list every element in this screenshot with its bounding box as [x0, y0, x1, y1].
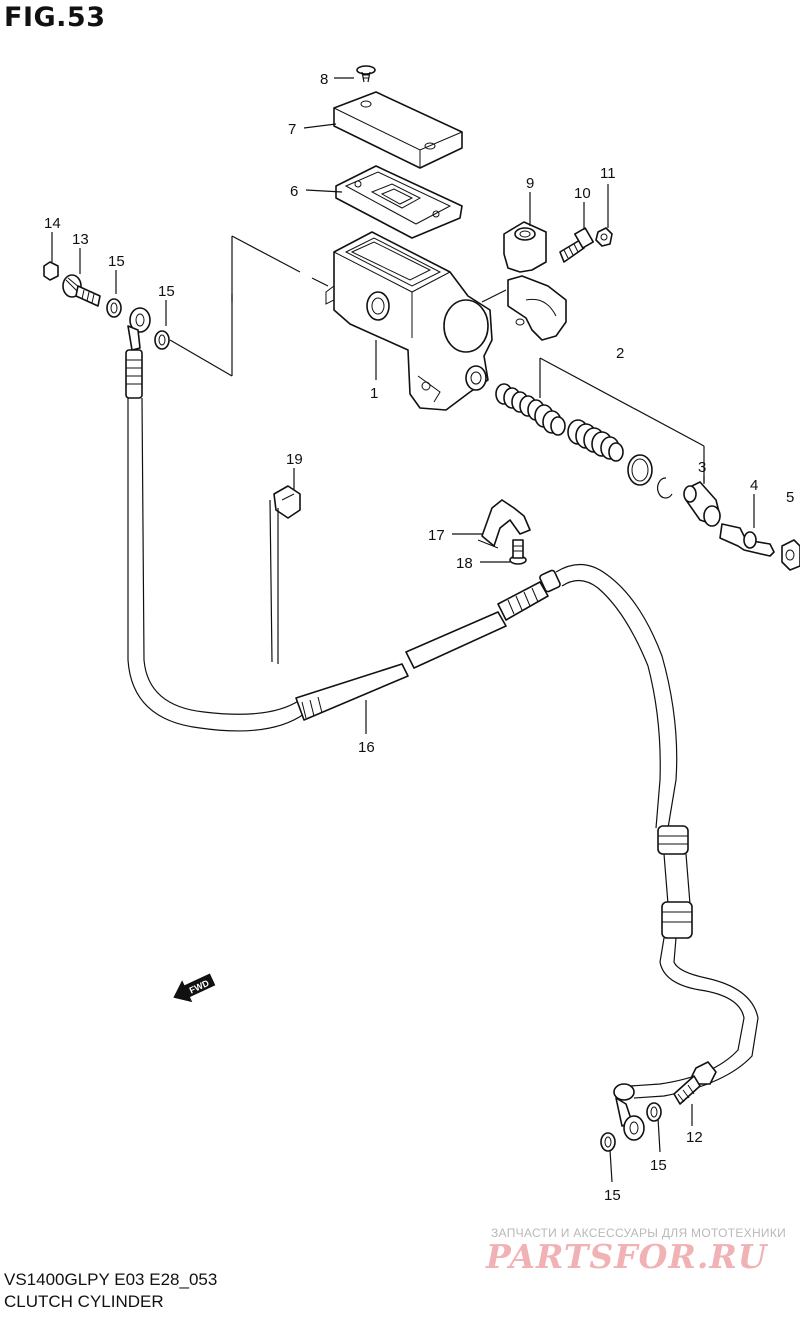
callout-5: 5 [786, 489, 794, 506]
callout-13: 13 [72, 231, 89, 248]
part-10-bolt [559, 227, 594, 263]
part-14-bleeder-cap [43, 261, 59, 281]
callout-9: 9 [526, 175, 534, 192]
callout-2: 2 [616, 345, 624, 362]
diagram-caption: CLUTCH CYLINDER [4, 1292, 164, 1311]
callout-labels: 8 7 6 1 9 10 11 2 3 4 5 14 13 15 15 19 1… [44, 71, 794, 1204]
part-11-nut [595, 227, 613, 247]
callout-15a: 15 [108, 253, 125, 270]
part-3-dust-boot [683, 476, 721, 527]
watermark-tagline: ЗАПЧАСТИ И АКСЕССУАРЫ ДЛЯ МОТОТЕХНИКИ [491, 1226, 787, 1240]
part-19-cable-tie [269, 485, 301, 664]
watermark-logo: PARTSFOR.RU [486, 1237, 768, 1276]
callout-11: 11 [600, 165, 616, 182]
callout-15b: 15 [158, 283, 175, 300]
part-16-clutch-hose [125, 307, 759, 1141]
callout-1: 1 [370, 385, 378, 402]
forward-direction-arrow: FWD [173, 973, 216, 1003]
callout-8: 8 [320, 71, 328, 88]
callout-7: 7 [288, 121, 296, 138]
part-15-washer-upper-a [106, 298, 122, 318]
model-code: VS1400GLPY E03 E28_053 [4, 1270, 218, 1289]
callout-10: 10 [574, 185, 591, 202]
figure-title: FIG.53 [4, 2, 106, 33]
callout-6: 6 [290, 183, 298, 200]
callout-16: 16 [358, 739, 375, 756]
callout-14: 14 [44, 215, 61, 232]
callout-17: 17 [428, 527, 445, 544]
part-12-union-bolt [673, 1061, 717, 1105]
callout-15c: 15 [650, 1157, 667, 1174]
callout-12: 12 [686, 1129, 703, 1146]
part-6-diaphragm [335, 165, 463, 239]
part-15-washer-upper-b [154, 330, 170, 350]
part-13-union-bolt [62, 274, 101, 307]
part-1-master-cylinder [325, 231, 493, 411]
callout-18: 18 [456, 555, 473, 572]
part-18-bolt [509, 539, 527, 565]
part-9-clamp [503, 221, 567, 341]
callout-4: 4 [750, 477, 758, 494]
leader-lines [51, 77, 693, 1183]
callout-3: 3 [698, 459, 706, 476]
part-7-reservoir-cap [333, 91, 463, 169]
part-15-washer-lower-b [600, 1132, 616, 1152]
part-2-piston-kit [495, 357, 705, 499]
part-17-hose-clamp [477, 499, 531, 549]
callout-15d: 15 [604, 1187, 621, 1204]
part-5-lock-nut [781, 539, 800, 571]
part-4-push-rod [719, 494, 775, 557]
callout-19: 19 [286, 451, 303, 468]
part-8-screw [356, 65, 376, 83]
part-15-washer-lower-a [646, 1102, 662, 1122]
